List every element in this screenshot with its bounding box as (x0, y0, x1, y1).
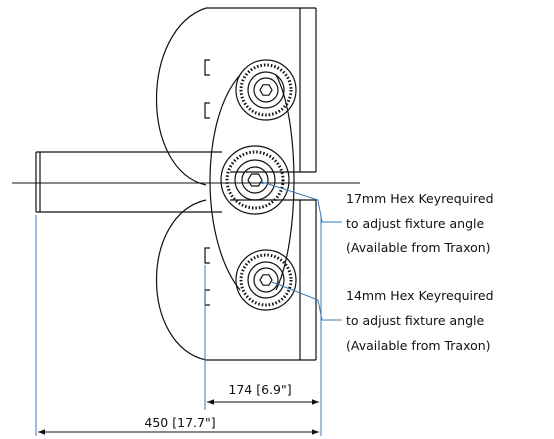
callout-17mm: 17mm Hex Keyrequired to adjust fixture a… (346, 191, 498, 255)
callout-14mm: 14mm Hex Keyrequired to adjust fixture a… (346, 288, 498, 353)
callout-17mm-line3: (Available from Traxon) (346, 240, 491, 255)
dimension-inner-label: 174 [6.9"] (228, 382, 291, 397)
mounting-arm (12, 151, 360, 213)
callout-leaders (261, 181, 342, 321)
callout-17mm-line1: 17mm Hex Keyrequired (346, 191, 494, 206)
leader-14mm (271, 281, 342, 321)
dimension-outer-label: 450 [17.7"] (144, 415, 215, 430)
callout-14mm-line3: (Available from Traxon) (346, 338, 491, 353)
dimension-outer: 450 [17.7"] (38, 415, 319, 435)
dimension-inner: 174 [6.9"] (207, 382, 319, 405)
center-pivot-knob (220, 145, 290, 215)
leader-17mm (261, 181, 342, 223)
callout-14mm-line1: 14mm Hex Keyrequired (346, 288, 494, 303)
upper-pivot-knob (235, 59, 297, 121)
lower-pivot-knob (235, 249, 297, 311)
callout-14mm-line2: to adjust fixture angle (346, 313, 485, 328)
callout-17mm-line2: to adjust fixture angle (346, 216, 485, 231)
dimension-extension-lines (35, 215, 322, 436)
